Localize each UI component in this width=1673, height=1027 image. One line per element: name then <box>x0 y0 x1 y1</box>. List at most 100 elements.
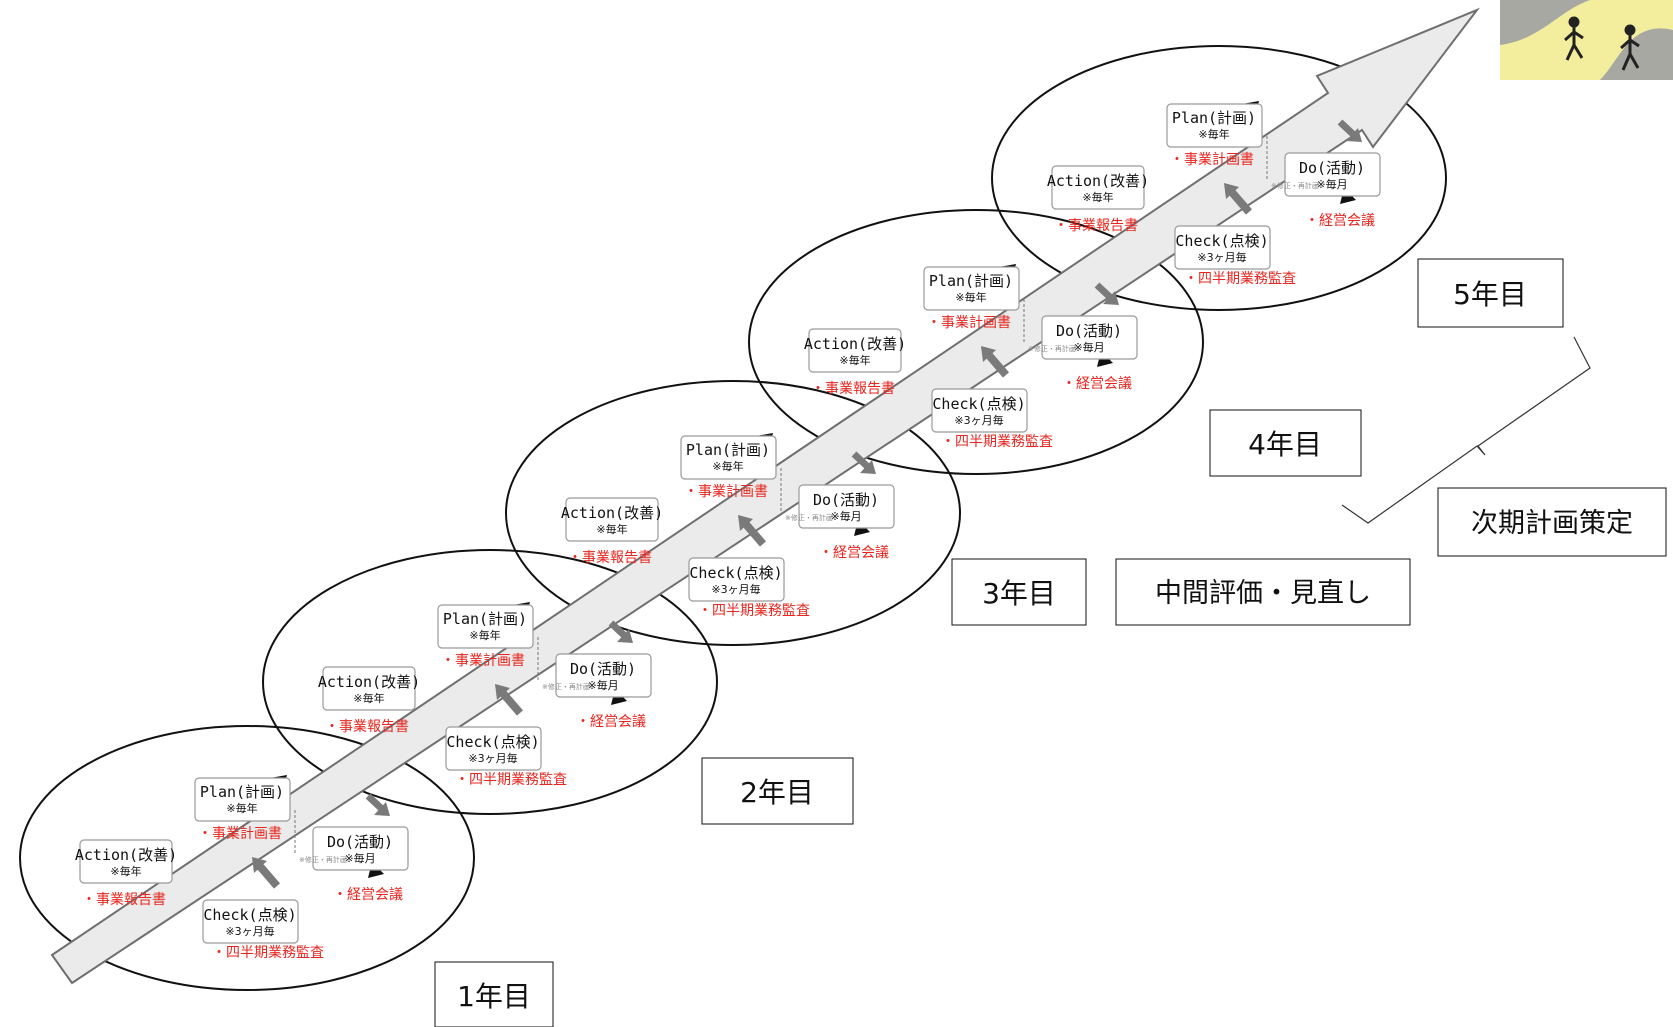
plan-box <box>923 266 1020 311</box>
do-document: ・経営会議 <box>576 713 646 730</box>
pdca-cycle-year-4: Plan(計画)※毎年・事業計画書Action(改善)※毎年・事業報告書Do(活… <box>804 264 1138 450</box>
revision-note: ※修正・再計画 <box>785 513 833 522</box>
check-frequency: ※3ヶ月毎 <box>225 925 274 938</box>
do-box <box>555 653 652 698</box>
ellipse-year-5 <box>991 45 1447 311</box>
action-document: ・事業報告書 <box>82 892 166 908</box>
action-label: Action(改善) <box>561 504 663 522</box>
plan-label: Plan(計画) <box>443 610 527 628</box>
plan-frequency: ※毎年 <box>955 290 986 304</box>
plan-frequency: ※毎年 <box>1198 127 1229 141</box>
year-4-label: 4年目 <box>1248 428 1322 461</box>
check-box <box>445 726 542 771</box>
ellipse-year-1 <box>19 725 475 991</box>
ellipse-year-3 <box>505 380 961 646</box>
action-box <box>322 666 416 711</box>
plan-box <box>194 777 291 822</box>
action-frequency: ※毎年 <box>839 353 870 367</box>
do-frequency: ※毎月 <box>830 510 861 523</box>
do-label: Do(活動) <box>1056 322 1122 340</box>
check-document: ・四半期業務監査 <box>455 771 567 788</box>
pdca-cycle-year-3: Plan(計画)※毎年・事業計画書Action(改善)※毎年・事業報告書Do(活… <box>561 433 895 619</box>
check-frequency: ※3ヶ月毎 <box>468 752 517 765</box>
do-frequency: ※毎月 <box>344 852 375 865</box>
do-box <box>798 484 895 529</box>
do-frequency: ※毎月 <box>1316 178 1347 191</box>
action-label: Action(改善) <box>75 846 177 864</box>
revision-note: ※修正・再計画 <box>542 682 590 691</box>
plan-frequency: ※毎年 <box>469 628 500 642</box>
check-box <box>202 899 299 944</box>
person-right-icon <box>1620 24 1640 71</box>
do-label: Do(活動) <box>1299 159 1365 177</box>
do-document: ・経営会議 <box>333 886 403 903</box>
check-label: Check(点検) <box>203 906 296 924</box>
plan-document: ・事業計画書 <box>927 315 1011 331</box>
action-label: Action(改善) <box>318 673 420 691</box>
check-label: Check(点検) <box>1175 232 1268 250</box>
pdca-cycle-year-1: Plan(計画)※毎年・事業計画書Action(改善)※毎年・事業報告書Do(活… <box>75 775 409 961</box>
revision-note: ※修正・再計画 <box>1271 181 1319 190</box>
growth-arrow <box>50 7 1481 985</box>
plan-box <box>1166 103 1263 148</box>
year-2-label: 2年目 <box>740 776 814 809</box>
action-document: ・事業報告書 <box>568 550 652 566</box>
check-frequency: ※3ヶ月毎 <box>711 583 760 596</box>
plan-document: ・事業計画書 <box>198 826 282 842</box>
action-label: Action(改善) <box>804 335 906 353</box>
year-ellipses <box>19 45 1447 991</box>
pdca-cycle-year-5: Plan(計画)※毎年・事業計画書Action(改善)※毎年・事業報告書Do(活… <box>1047 101 1381 287</box>
do-label: Do(活動) <box>813 491 879 509</box>
midterm-review-box: 中間評価・見直し <box>1115 558 1411 626</box>
check-frequency: ※3ヶ月毎 <box>1197 251 1246 264</box>
plan-label: Plan(計画) <box>686 441 770 459</box>
bracket-brace <box>1341 336 1591 524</box>
check-label: Check(点検) <box>446 733 539 751</box>
year-4-label-box: 4年目 <box>1209 409 1362 477</box>
plan-label: Plan(計画) <box>929 272 1013 290</box>
year-1-label: 1年目 <box>457 980 531 1013</box>
do-box <box>1041 315 1138 360</box>
action-box <box>808 328 902 373</box>
check-document: ・四半期業務監査 <box>698 602 810 619</box>
action-document: ・事業報告書 <box>325 719 409 735</box>
year-3-label: 3年目 <box>982 577 1056 610</box>
do-frequency: ※毎月 <box>1073 341 1104 354</box>
check-box <box>1174 225 1271 270</box>
action-frequency: ※毎年 <box>353 691 384 705</box>
check-label: Check(点検) <box>689 564 782 582</box>
do-box <box>312 826 409 871</box>
walking-people-illustration <box>1500 0 1673 80</box>
year-5-label-box: 5年目 <box>1417 258 1564 328</box>
next-plan-label: 次期計画策定 <box>1471 508 1633 539</box>
action-box <box>565 497 659 542</box>
midterm-review-label: 中間評価・見直し <box>1155 578 1371 609</box>
check-box <box>688 557 785 602</box>
plan-frequency: ※毎年 <box>712 459 743 473</box>
do-label: Do(活動) <box>570 660 636 678</box>
action-box <box>79 839 173 884</box>
plan-document: ・事業計画書 <box>441 653 525 669</box>
action-frequency: ※毎年 <box>110 864 141 878</box>
action-frequency: ※毎年 <box>596 522 627 536</box>
revision-note: ※修正・再計画 <box>1028 344 1076 353</box>
revision-note: ※修正・再計画 <box>299 855 347 864</box>
do-box <box>1284 152 1381 197</box>
year-2-label-box: 2年目 <box>701 757 854 825</box>
next-plan-box: 次期計画策定 <box>1437 487 1667 557</box>
do-frequency: ※毎月 <box>587 679 618 692</box>
check-box <box>931 388 1028 433</box>
plan-box <box>437 604 534 649</box>
plan-document: ・事業計画書 <box>1170 152 1254 168</box>
ellipse-year-2 <box>262 549 718 815</box>
year-1-label-box: 1年目 <box>434 961 554 1027</box>
year-3-label-box: 3年目 <box>951 558 1087 626</box>
plan-box <box>680 435 777 480</box>
check-frequency: ※3ヶ月毎 <box>954 414 1003 427</box>
do-label: Do(活動) <box>327 833 393 851</box>
ellipse-year-4 <box>748 209 1204 475</box>
action-box <box>1051 165 1145 210</box>
plan-label: Plan(計画) <box>1172 109 1256 127</box>
pdca-cycle-year-2: Plan(計画)※毎年・事業計画書Action(改善)※毎年・事業報告書Do(活… <box>318 602 652 788</box>
